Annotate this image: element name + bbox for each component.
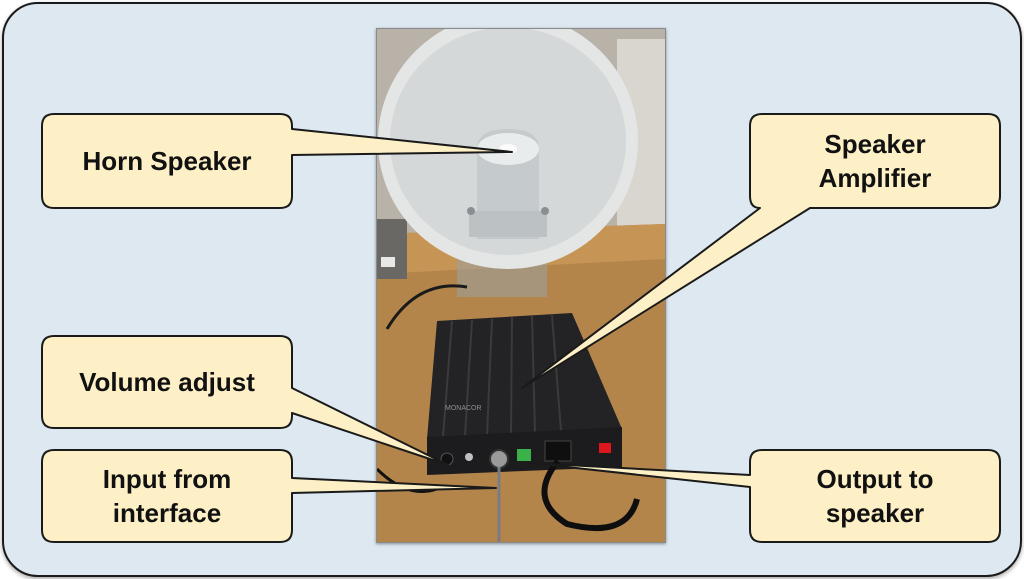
output-text-line2: speaker (825, 498, 925, 528)
equipment-photo-drawing: MONACOR (377, 29, 665, 542)
power-socket (544, 440, 572, 462)
power-switch (599, 443, 611, 453)
speaker-amplifier-text-line2: Amplifier (818, 163, 932, 193)
output-terminal (517, 449, 531, 461)
label-horn-speaker: Horn Speaker (42, 114, 292, 208)
amplifier-brand: MONACOR (445, 405, 482, 412)
output-text-line1: Output to (816, 464, 934, 494)
input-text-line2: interface (112, 498, 222, 528)
rca-jack (465, 453, 473, 461)
side-device (377, 219, 407, 279)
label-volume-adjust: Volume adjust (42, 336, 292, 428)
input-text-line1: Input from (102, 464, 232, 494)
label-output-to-speaker: Output to speaker (750, 450, 1000, 542)
label-speaker-amplifier: Speaker Amplifier (750, 114, 1000, 208)
bracket-bolt-left (467, 207, 475, 215)
side-device-display (381, 257, 395, 267)
horn-bracket (469, 211, 547, 237)
equipment-photo: MONACOR (376, 28, 666, 543)
bracket-bolt-right (541, 207, 549, 215)
horn-center (499, 144, 517, 154)
speaker-amplifier-text-line1: Speaker (824, 129, 926, 159)
speaker-cable (385, 284, 468, 330)
label-input-from-interface: Input from interface (42, 450, 292, 542)
volume-knob (440, 452, 454, 466)
horn-speaker-text: Horn Speaker (82, 146, 252, 176)
input-connector (489, 449, 509, 469)
volume-adjust-text: Volume adjust (79, 367, 255, 397)
